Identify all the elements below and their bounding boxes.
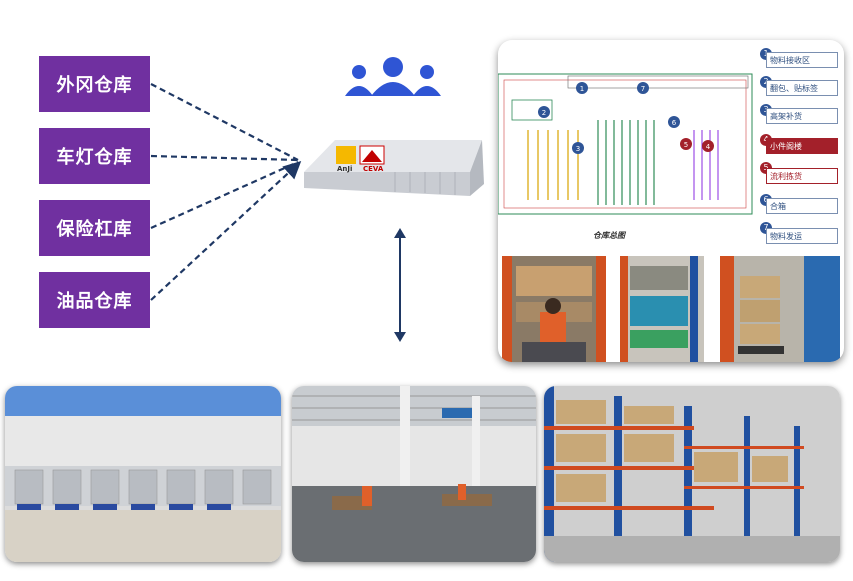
anji-logo-text: AnJi bbox=[337, 165, 353, 173]
connector-line bbox=[150, 154, 299, 162]
layout-caption: 仓库总图 bbox=[593, 231, 625, 240]
warehouse-label: 油品仓库 bbox=[56, 291, 133, 312]
svg-text:3: 3 bbox=[576, 145, 580, 153]
warehouse-box-oil: 油品仓库 bbox=[39, 272, 150, 328]
connector-line bbox=[150, 160, 299, 230]
photo-stacked-cartons bbox=[720, 256, 840, 362]
photo-high-racking bbox=[544, 386, 840, 562]
warehouse-box-bumper: 保险杠库 bbox=[39, 200, 150, 256]
connector-line bbox=[150, 161, 302, 301]
photo-picking-operator bbox=[502, 256, 606, 362]
legend-item-flow-picking: 流利拣货 bbox=[766, 168, 838, 184]
hub-warehouse-icon bbox=[304, 140, 484, 196]
warehouse-label: 车灯仓库 bbox=[56, 147, 133, 168]
svg-text:2: 2 bbox=[542, 109, 546, 117]
connector-line bbox=[150, 83, 299, 161]
legend-item-mezzanine: 小件阁楼 bbox=[766, 138, 838, 154]
warehouse-box-headlamp: 车灯仓库 bbox=[39, 128, 150, 184]
legend-item-receiving: 物料接收区 bbox=[766, 52, 838, 68]
svg-text:1: 1 bbox=[580, 85, 584, 93]
legend-item-shipping: 物料发运 bbox=[766, 228, 838, 244]
photo-loading-docks bbox=[5, 386, 281, 562]
svg-text:4: 4 bbox=[706, 143, 711, 151]
svg-text:7: 7 bbox=[641, 85, 645, 93]
legend-item-replenish: 高架补货 bbox=[766, 108, 838, 124]
ceva-logo-text: CEVA bbox=[363, 165, 384, 173]
people-group-icon bbox=[345, 57, 441, 96]
warehouse-label: 外冈仓库 bbox=[56, 75, 133, 96]
photo-blue-bins bbox=[620, 256, 704, 362]
warehouse-label: 保险杠库 bbox=[56, 219, 133, 240]
floor-plan: 1 2 3 4 5 6 7 bbox=[498, 73, 753, 215]
photo-warehouse-floor bbox=[292, 386, 536, 562]
svg-text:5: 5 bbox=[684, 141, 688, 149]
svg-text:6: 6 bbox=[672, 119, 677, 127]
legend-item-repack: 翻包、贴标签 bbox=[766, 80, 838, 96]
legend-item-consolidation: 合箱 bbox=[766, 198, 838, 214]
anji-logo-icon bbox=[336, 146, 356, 164]
bidirectional-arrow bbox=[394, 228, 406, 342]
warehouse-box-waigang: 外冈仓库 bbox=[39, 56, 150, 112]
